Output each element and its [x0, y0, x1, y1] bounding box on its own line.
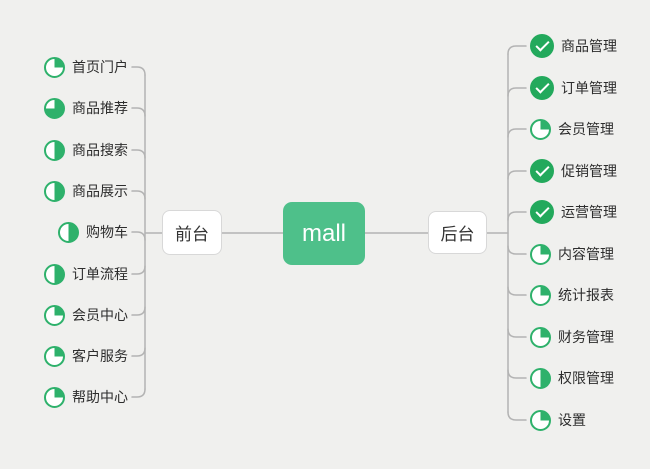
topic-label: 财务管理 [558, 329, 614, 345]
topic-label: 内容管理 [558, 246, 614, 262]
task-status-icon [44, 345, 65, 367]
topic-label: 购物车 [86, 224, 128, 240]
task-status-icon [44, 386, 65, 408]
task-status-icon [44, 139, 65, 161]
topic-operation-management[interactable]: 运营管理 [530, 200, 617, 224]
topic-content-management[interactable]: 内容管理 [530, 242, 614, 266]
topic-label: 设置 [558, 412, 586, 428]
topic-label: 商品推荐 [72, 100, 128, 116]
topic-product-display[interactable]: 商品展示 [44, 179, 128, 203]
task-status-icon [44, 56, 65, 78]
topic-label: 统计报表 [558, 287, 614, 303]
topic-label: 会员中心 [72, 307, 128, 323]
topic-member-center[interactable]: 会员中心 [44, 303, 128, 327]
topic-label: 商品展示 [72, 183, 128, 199]
topic-label: 帮助中心 [72, 389, 128, 405]
topic-label: 商品管理 [561, 38, 617, 54]
task-status-icon [44, 180, 65, 202]
topic-home-portal[interactable]: 首页门户 [44, 55, 128, 79]
topic-label: 权限管理 [558, 370, 614, 386]
task-status-icon [44, 263, 65, 285]
topic-label: 首页门户 [72, 59, 128, 75]
topic-label: 会员管理 [558, 121, 614, 137]
topic-member-management[interactable]: 会员管理 [530, 117, 614, 141]
topic-statistics-report[interactable]: 统计报表 [530, 283, 614, 307]
topic-label: 订单管理 [561, 80, 617, 96]
task-status-icon [530, 34, 554, 58]
topic-label: 订单流程 [72, 266, 128, 282]
topic-help-center[interactable]: 帮助中心 [44, 385, 128, 409]
topic-shopping-cart[interactable]: 购物车 [58, 220, 128, 244]
topic-product-search[interactable]: 商品搜索 [44, 138, 128, 162]
topic-label: 运营管理 [561, 204, 617, 220]
task-status-icon [530, 284, 551, 306]
task-status-icon [530, 118, 551, 140]
topic-label: 客户服务 [72, 348, 128, 364]
topic-permission-management[interactable]: 权限管理 [530, 366, 614, 390]
task-status-icon [530, 159, 554, 183]
root-node-mall[interactable]: mall [283, 202, 365, 265]
task-status-icon [530, 200, 554, 224]
task-status-icon [530, 243, 551, 265]
topic-promotion-management[interactable]: 促销管理 [530, 159, 617, 183]
task-status-icon [530, 367, 551, 389]
task-status-icon [530, 409, 551, 431]
task-status-icon [58, 221, 79, 243]
task-status-icon [530, 326, 551, 348]
topic-label: 促销管理 [561, 163, 617, 179]
topic-order-management[interactable]: 订单管理 [530, 76, 617, 100]
topic-product-recommend[interactable]: 商品推荐 [44, 96, 128, 120]
topic-order-flow[interactable]: 订单流程 [44, 262, 128, 286]
topic-product-management[interactable]: 商品管理 [530, 34, 617, 58]
topic-label: 商品搜索 [72, 142, 128, 158]
task-status-icon [44, 304, 65, 326]
task-status-icon [44, 97, 65, 119]
topic-settings[interactable]: 设置 [530, 408, 586, 432]
topic-customer-service[interactable]: 客户服务 [44, 344, 128, 368]
branch-node-backend[interactable]: 后台 [428, 211, 487, 254]
task-status-icon [530, 76, 554, 100]
branch-node-frontend[interactable]: 前台 [162, 210, 222, 255]
topic-finance-management[interactable]: 财务管理 [530, 325, 614, 349]
